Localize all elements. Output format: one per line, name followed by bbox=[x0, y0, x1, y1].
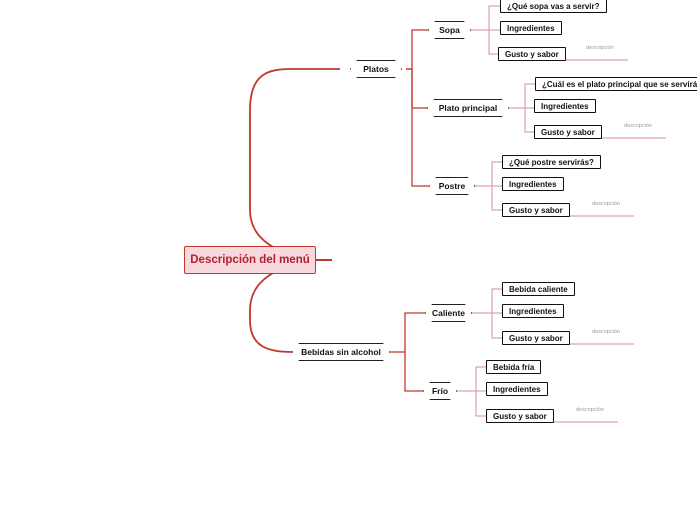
leaf-label: Bebida fría bbox=[493, 362, 535, 372]
leaf-postre-ingredientes[interactable]: Ingredientes bbox=[502, 177, 564, 191]
node-postre[interactable]: Postre bbox=[429, 177, 475, 195]
node-frio[interactable]: Frío bbox=[423, 382, 457, 400]
leaf-label: Ingredientes bbox=[493, 384, 541, 394]
node-sopa[interactable]: Sopa bbox=[428, 21, 471, 39]
leaf-label: ¿Qué sopa vas a servir? bbox=[507, 1, 600, 11]
leaf-frio-bebida[interactable]: Bebida fría bbox=[486, 360, 542, 374]
leaf-label: Bebida caliente bbox=[509, 284, 568, 294]
leaf-label: ¿Qué postre servirás? bbox=[509, 157, 594, 167]
leaf-label: Gusto y sabor bbox=[509, 333, 563, 343]
node-bebidas-sin-alcohol[interactable]: Bebidas sin alcohol bbox=[292, 343, 390, 361]
leaf-sopa-ingredientes[interactable]: Ingredientes bbox=[500, 21, 562, 35]
leaf-label: Gusto y sabor bbox=[493, 411, 547, 421]
leaf-plato-principal-gusto[interactable]: Gusto y sabor bbox=[534, 125, 602, 139]
caption-frio-descripcion: descripción bbox=[576, 407, 604, 413]
leaf-label: ¿Cuál es el plato principal que se servi… bbox=[542, 79, 697, 89]
leaf-postre-gusto[interactable]: Gusto y sabor bbox=[502, 203, 570, 217]
leaf-label: Ingredientes bbox=[541, 101, 589, 111]
node-caliente-label: Caliente bbox=[431, 308, 466, 318]
leaf-label: Gusto y sabor bbox=[509, 205, 563, 215]
leaf-plato-principal-ingredientes[interactable]: Ingredientes bbox=[534, 99, 596, 113]
leaf-caliente-ingredientes[interactable]: Ingredientes bbox=[502, 304, 564, 318]
caption-caliente-descripcion: descripción bbox=[592, 329, 620, 335]
node-root[interactable]: Descripción del menú bbox=[184, 246, 316, 274]
node-frio-label: Frío bbox=[431, 386, 449, 396]
leaf-caliente-bebida[interactable]: Bebida caliente bbox=[502, 282, 575, 296]
leaf-sopa-gusto[interactable]: Gusto y sabor bbox=[498, 47, 566, 61]
leaf-frio-gusto[interactable]: Gusto y sabor bbox=[486, 409, 554, 423]
leaf-frio-ingredientes[interactable]: Ingredientes bbox=[486, 382, 548, 396]
node-platos[interactable]: Platos bbox=[350, 60, 402, 78]
leaf-caliente-gusto[interactable]: Gusto y sabor bbox=[502, 331, 570, 345]
node-platos-label: Platos bbox=[363, 64, 389, 74]
node-plato-principal[interactable]: Plato principal bbox=[427, 99, 509, 117]
caption-postre-descripcion: descripción bbox=[592, 201, 620, 207]
node-caliente[interactable]: Caliente bbox=[425, 304, 472, 322]
leaf-sopa-question[interactable]: ¿Qué sopa vas a servir? bbox=[500, 0, 607, 13]
caption-plato-principal-descripcion: descripción bbox=[624, 123, 652, 129]
leaf-plato-principal-question[interactable]: ¿Cuál es el plato principal que se servi… bbox=[535, 77, 697, 91]
node-plato-principal-label: Plato principal bbox=[438, 103, 498, 113]
node-root-label: Descripción del menú bbox=[190, 254, 310, 266]
leaf-label: Gusto y sabor bbox=[505, 49, 559, 59]
node-sopa-label: Sopa bbox=[439, 25, 460, 35]
leaf-label: Gusto y sabor bbox=[541, 127, 595, 137]
node-postre-label: Postre bbox=[438, 181, 466, 191]
leaf-label: Ingredientes bbox=[509, 306, 557, 316]
node-bebidas-sin-alcohol-label: Bebidas sin alcohol bbox=[301, 347, 381, 357]
leaf-label: Ingredientes bbox=[509, 179, 557, 189]
caption-sopa-descripcion: descripción bbox=[586, 45, 614, 51]
leaf-label: Ingredientes bbox=[507, 23, 555, 33]
leaf-postre-question[interactable]: ¿Qué postre servirás? bbox=[502, 155, 601, 169]
